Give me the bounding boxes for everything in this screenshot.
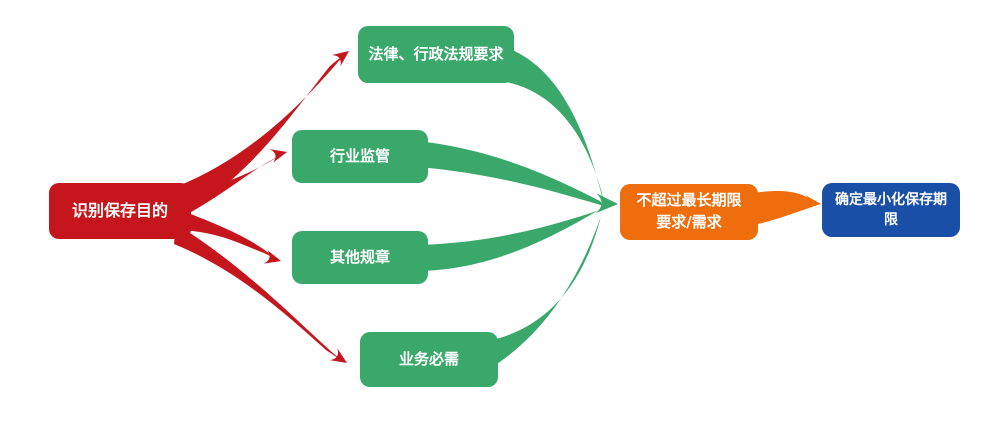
node-law-admin-regulation-requirements: 法律、行政法规要求 [358,26,514,83]
arrowhead-root-to-business [329,348,347,363]
edge-industry-to-limit [418,141,604,206]
edge-root-to-other [180,210,278,260]
node-determine-minimized-retention-period: 确定最小化保存期限 [822,183,960,237]
node-not-exceed-max-period-label: 不超过最长期限 要求/需求 [636,191,742,231]
arrowhead-limit-to-final [804,195,821,210]
node-law-admin-regulation-requirements-label: 法律、行政法规要求 [368,44,504,63]
arrowhead-root-to-industry [269,149,287,163]
node-not-exceed-max-period: 不超过最长期限 要求/需求 [620,184,758,240]
node-industry-supervision-label: 行业监管 [329,146,390,165]
node-business-necessity: 业务必需 [360,332,498,387]
edge-root-to-business [174,224,344,362]
edge-limit-to-final [754,190,819,225]
node-other-regulations-label: 其他规章 [329,247,390,266]
arrowhead-merge-to-limit [595,193,618,214]
arrowhead-root-to-law [332,51,349,67]
node-identify-retention-purpose: 识别保存目的 [49,183,191,239]
node-business-necessity-label: 业务必需 [398,349,459,368]
edge-law-to-limit [493,44,605,205]
node-determine-minimized-retention-period-label: 确定最小化保存期限 [835,191,947,228]
node-other-regulations: 其他规章 [292,231,428,284]
edge-root-to-law [178,52,347,218]
edge-other-to-limit [418,207,604,271]
node-industry-supervision: 行业监管 [292,130,428,183]
node-identify-retention-purpose-label: 识别保存目的 [71,201,168,221]
arrowhead-root-to-other [263,250,281,264]
edge-root-to-industry [180,153,284,218]
